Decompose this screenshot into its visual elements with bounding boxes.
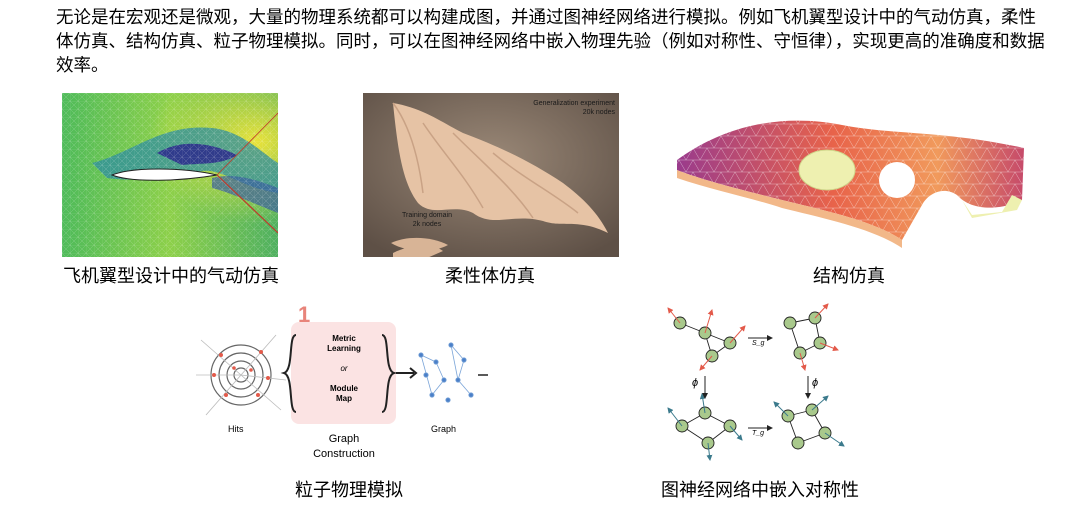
tg-operator-label: T_g: [752, 430, 765, 437]
caption-cloth: 柔性体仿真: [445, 266, 535, 287]
phi-left-label: ϕ: [692, 377, 699, 389]
caption-structure: 结构仿真: [813, 266, 885, 287]
caption-symmetry: 图神经网络中嵌入对称性: [661, 480, 859, 501]
metric-learning-label: Metric Learning: [327, 334, 361, 353]
particle-physics-diagram: 1 Metric Learning or Module Map Hits Gra…: [196, 300, 496, 468]
caption-particle: 粒子物理模拟: [295, 480, 403, 501]
sg-operator-label: S_g: [752, 340, 765, 347]
graph-network-icon: [418, 342, 474, 403]
structure-simulation-image: [672, 100, 1024, 252]
cloth-training-nodes: 2k nodes: [412, 221, 442, 228]
caption-airfoil: 飞机翼型设计中的气动仿真: [63, 266, 279, 287]
graph-construction-label: Graph Construction: [313, 433, 375, 460]
symmetry-gnn-diagram: ϕ ϕ S_g T_g: [660, 298, 860, 470]
cloth-generalization-title: Generalization experiment: [533, 100, 615, 107]
cloth-simulation-image: Generalization experiment 20k nodes Trai…: [363, 93, 619, 257]
module-map-label: Module Map: [330, 384, 358, 403]
step-marker: 1: [298, 302, 311, 327]
phi-right-label: ϕ: [812, 377, 819, 389]
hits-detector-icon: [196, 334, 287, 416]
intro-paragraph: 无论是在宏观还是微观，大量的物理系统都可以构建成图，并通过图神经网络进行模拟。例…: [56, 8, 1045, 76]
or-label: or: [340, 364, 348, 373]
cloth-generalization-nodes: 20k nodes: [582, 109, 615, 116]
graph-label: Graph: [431, 424, 457, 434]
hits-label: Hits: [228, 424, 244, 434]
airfoil-cfd-image: [62, 93, 278, 257]
cloth-training-title: Training domain: [402, 212, 452, 219]
